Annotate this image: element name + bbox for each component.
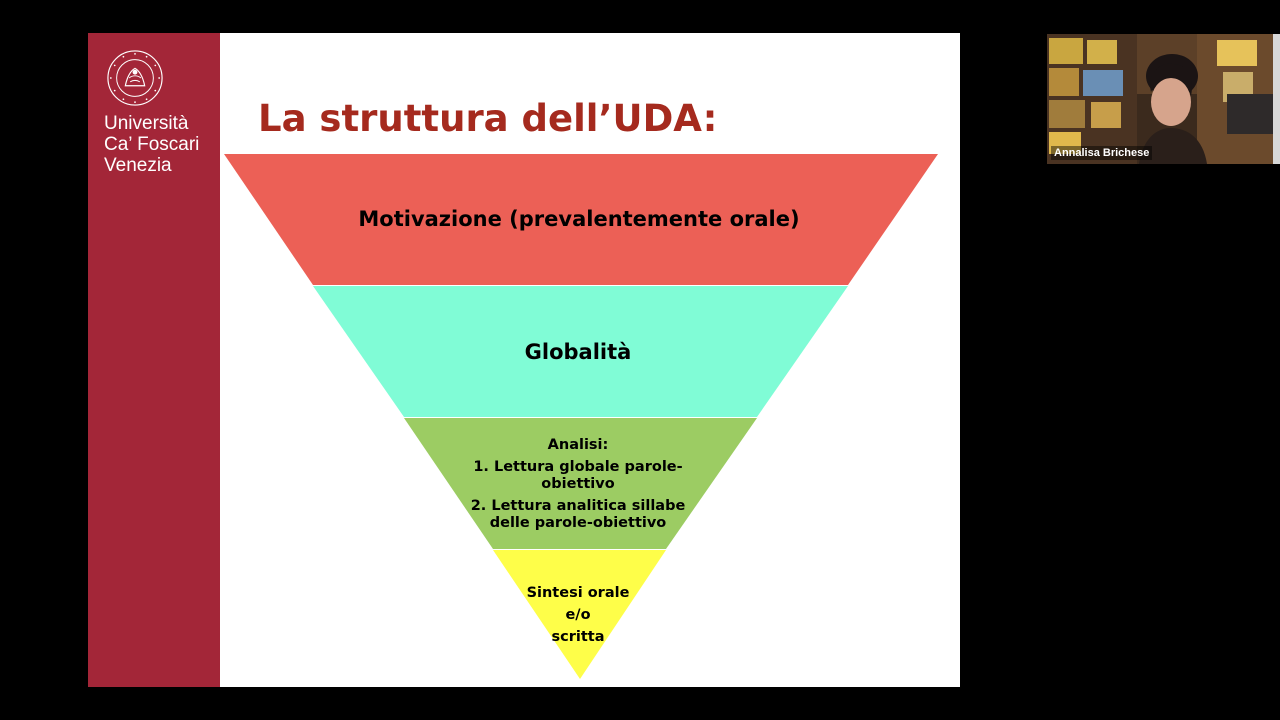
analisi-heading: Analisi: <box>547 437 609 453</box>
layer-motivazione <box>224 154 938 285</box>
university-name-line: Università <box>104 113 189 134</box>
university-name-line: Venezia <box>104 155 172 176</box>
analisi-item: 1. Lettura globale parole-obiettivo <box>473 459 683 492</box>
participant-video-tile[interactable]: Annalisa Brichese <box>1047 34 1280 164</box>
analisi-block: Analisi: 1. Lettura globale parole-obiet… <box>460 437 696 537</box>
sintesi-line: e/o <box>565 607 591 623</box>
inverted-pyramid-diagram <box>224 154 938 679</box>
analisi-item: 2. Lettura analitica sillabe delle parol… <box>470 498 686 531</box>
slide-title: La struttura dell’UDA: <box>258 97 718 140</box>
participant-name: Annalisa Brichese <box>1051 146 1153 160</box>
sintesi-line: scritta <box>551 629 605 645</box>
university-name-line: Ca’ Foscari <box>104 134 200 155</box>
layer-globalita <box>313 286 848 417</box>
shared-slide: Università Ca’ Foscari Venezia La strutt… <box>88 33 960 687</box>
layer-analisi <box>404 418 757 549</box>
layer-sintesi <box>493 550 666 679</box>
university-name: Università Ca’ Foscari Venezia <box>104 113 199 176</box>
globalita-label: Globalità <box>524 340 632 364</box>
sintesi-block: Sintesi orale e/o scritta <box>508 582 648 648</box>
university-seal-logo <box>107 50 163 106</box>
motivazione-label: Motivazione (prevalentemente orale) <box>358 207 800 231</box>
university-sidebar: Università Ca’ Foscari Venezia <box>88 33 220 687</box>
participant-video-feed <box>1047 34 1280 164</box>
sintesi-line: Sintesi orale <box>526 585 630 601</box>
